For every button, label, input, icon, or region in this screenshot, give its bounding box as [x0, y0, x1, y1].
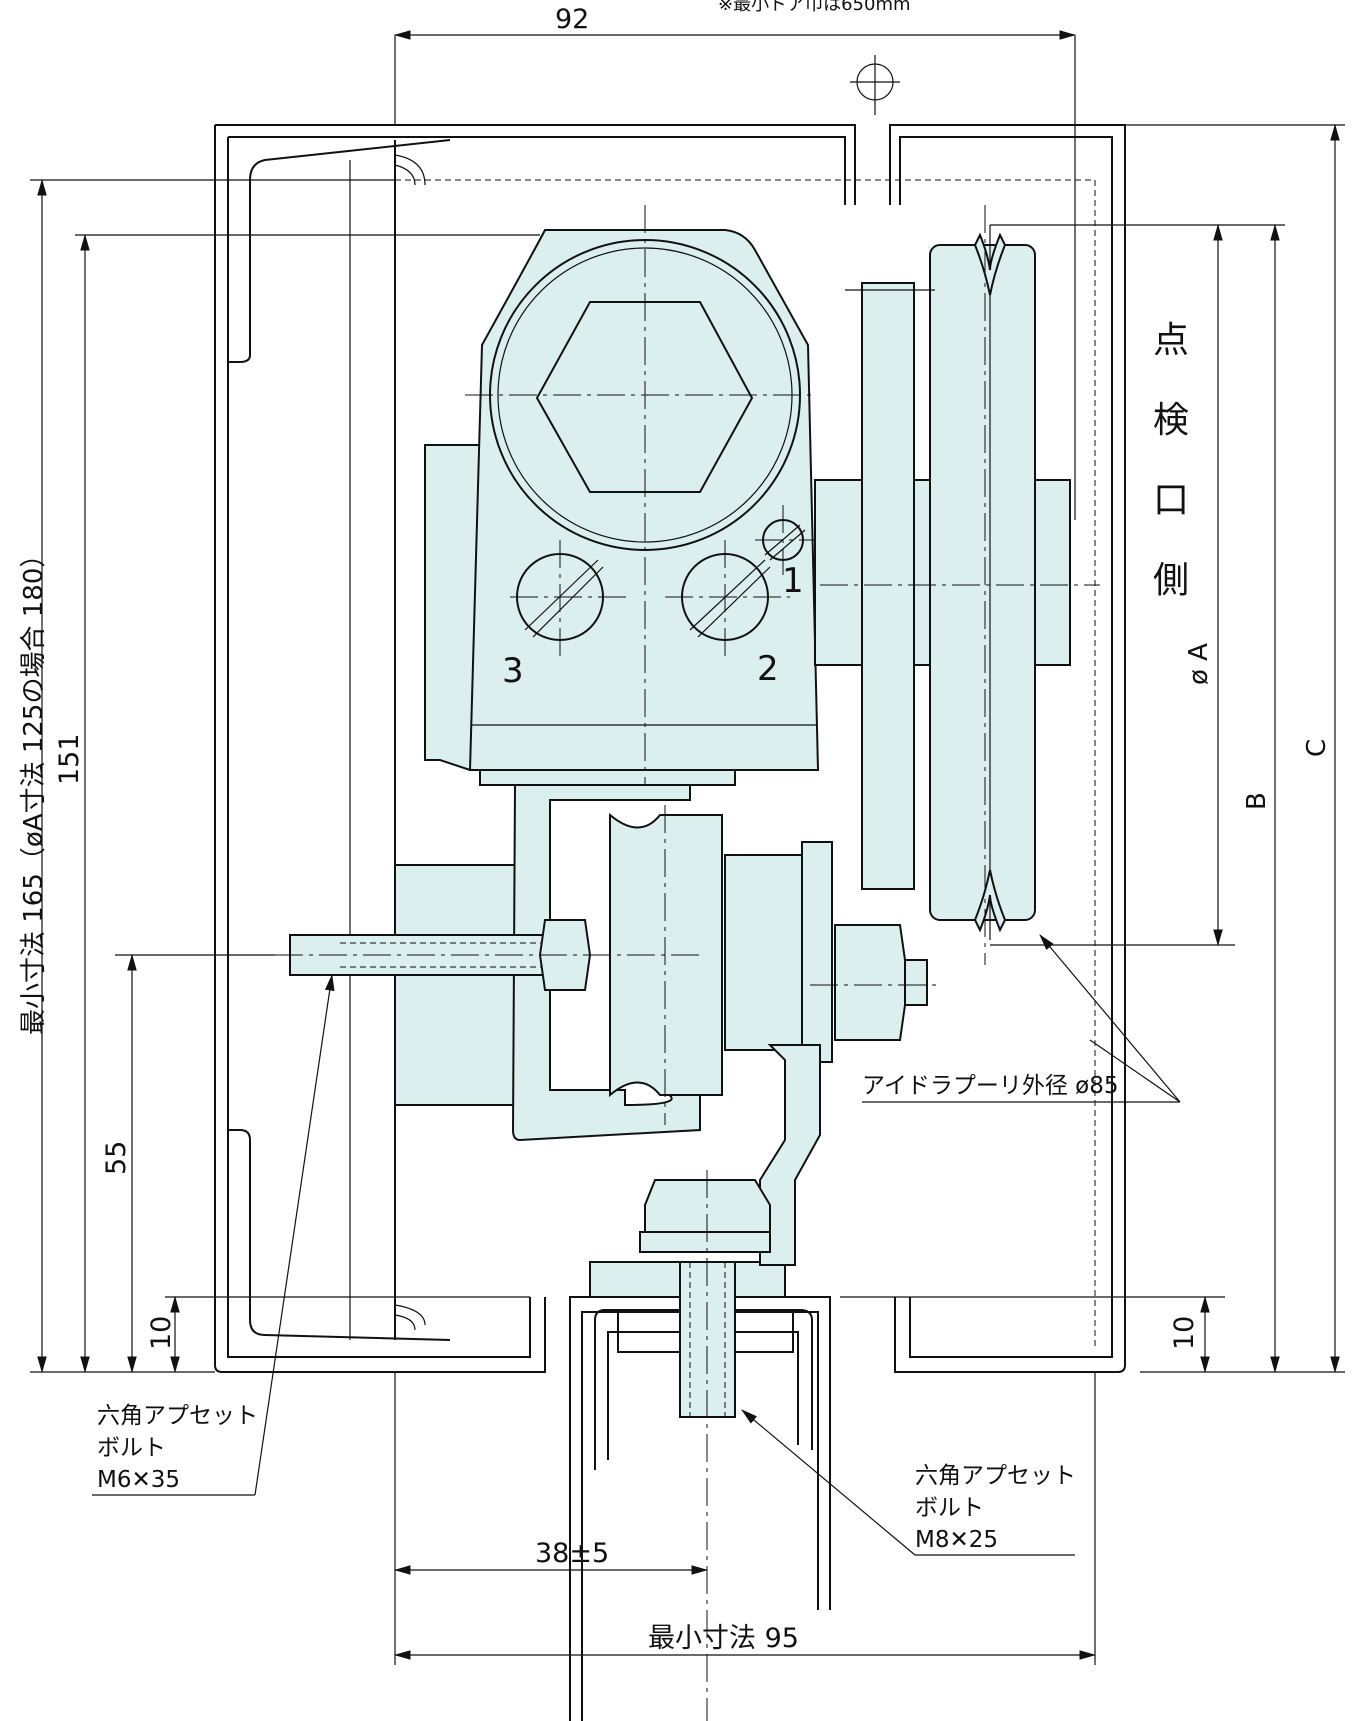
dimension-lines — [30, 30, 1345, 1665]
part-number-1: 1 — [782, 561, 804, 601]
part-number-3: 3 — [502, 651, 524, 691]
dim-92: 92 — [555, 4, 589, 35]
dim-10-right: 10 — [1169, 1316, 1200, 1350]
outer-frame — [214, 55, 1126, 1373]
inspection-char-1: 点 — [1153, 320, 1189, 361]
dim-dia-a: ø A — [1184, 643, 1214, 685]
bolt-m6-line-3: M6✕35 — [97, 1467, 180, 1493]
part-number-2: 2 — [757, 649, 779, 689]
reference-lines — [394, 35, 1096, 1350]
inspection-char-4: 側 — [1153, 560, 1189, 601]
bolt-m6-label: 六角アプセット ボルト M6✕35 — [97, 1403, 258, 1493]
bolt-m6-line-1: 六角アプセット — [97, 1403, 258, 1429]
bolt-m6 — [275, 919, 700, 991]
dim-165-label: 最小寸法 165（øA寸法 125の場合 180） — [19, 542, 49, 1035]
motor-housing — [465, 205, 820, 795]
bolt-m8-label: 六角アプセット ボルト M8✕25 — [915, 1463, 1076, 1553]
dim-b: B — [1242, 792, 1272, 810]
inspection-char-2: 検 — [1153, 400, 1189, 441]
inspection-side-label: 点 検 口 側 — [1153, 320, 1189, 601]
dim-10-left: 10 — [146, 1316, 177, 1350]
dim-95: 最小寸法 95 — [648, 1623, 799, 1654]
bolt-m8-line-1: 六角アプセット — [915, 1463, 1076, 1489]
dim-151: 151 — [54, 733, 85, 785]
note-top: ※最小ドア巾は650mm — [718, 0, 911, 15]
inspection-char-3: 口 — [1153, 480, 1189, 521]
roller-assembly — [511, 784, 940, 1266]
bolt-m8-line-3: M8✕25 — [915, 1527, 998, 1553]
bolt-m8 — [639, 1170, 771, 1721]
drive-pulley — [814, 205, 1100, 965]
dim-55: 55 — [101, 1141, 132, 1175]
bolt-m6-line-2: ボルト — [97, 1435, 166, 1461]
idler-label: アイドラプーリ外径 ø85 — [862, 1073, 1119, 1099]
dim-c: C — [1302, 739, 1332, 757]
bolt-m8-line-2: ボルト — [915, 1495, 984, 1521]
dim-38: 38±5 — [535, 1538, 609, 1569]
